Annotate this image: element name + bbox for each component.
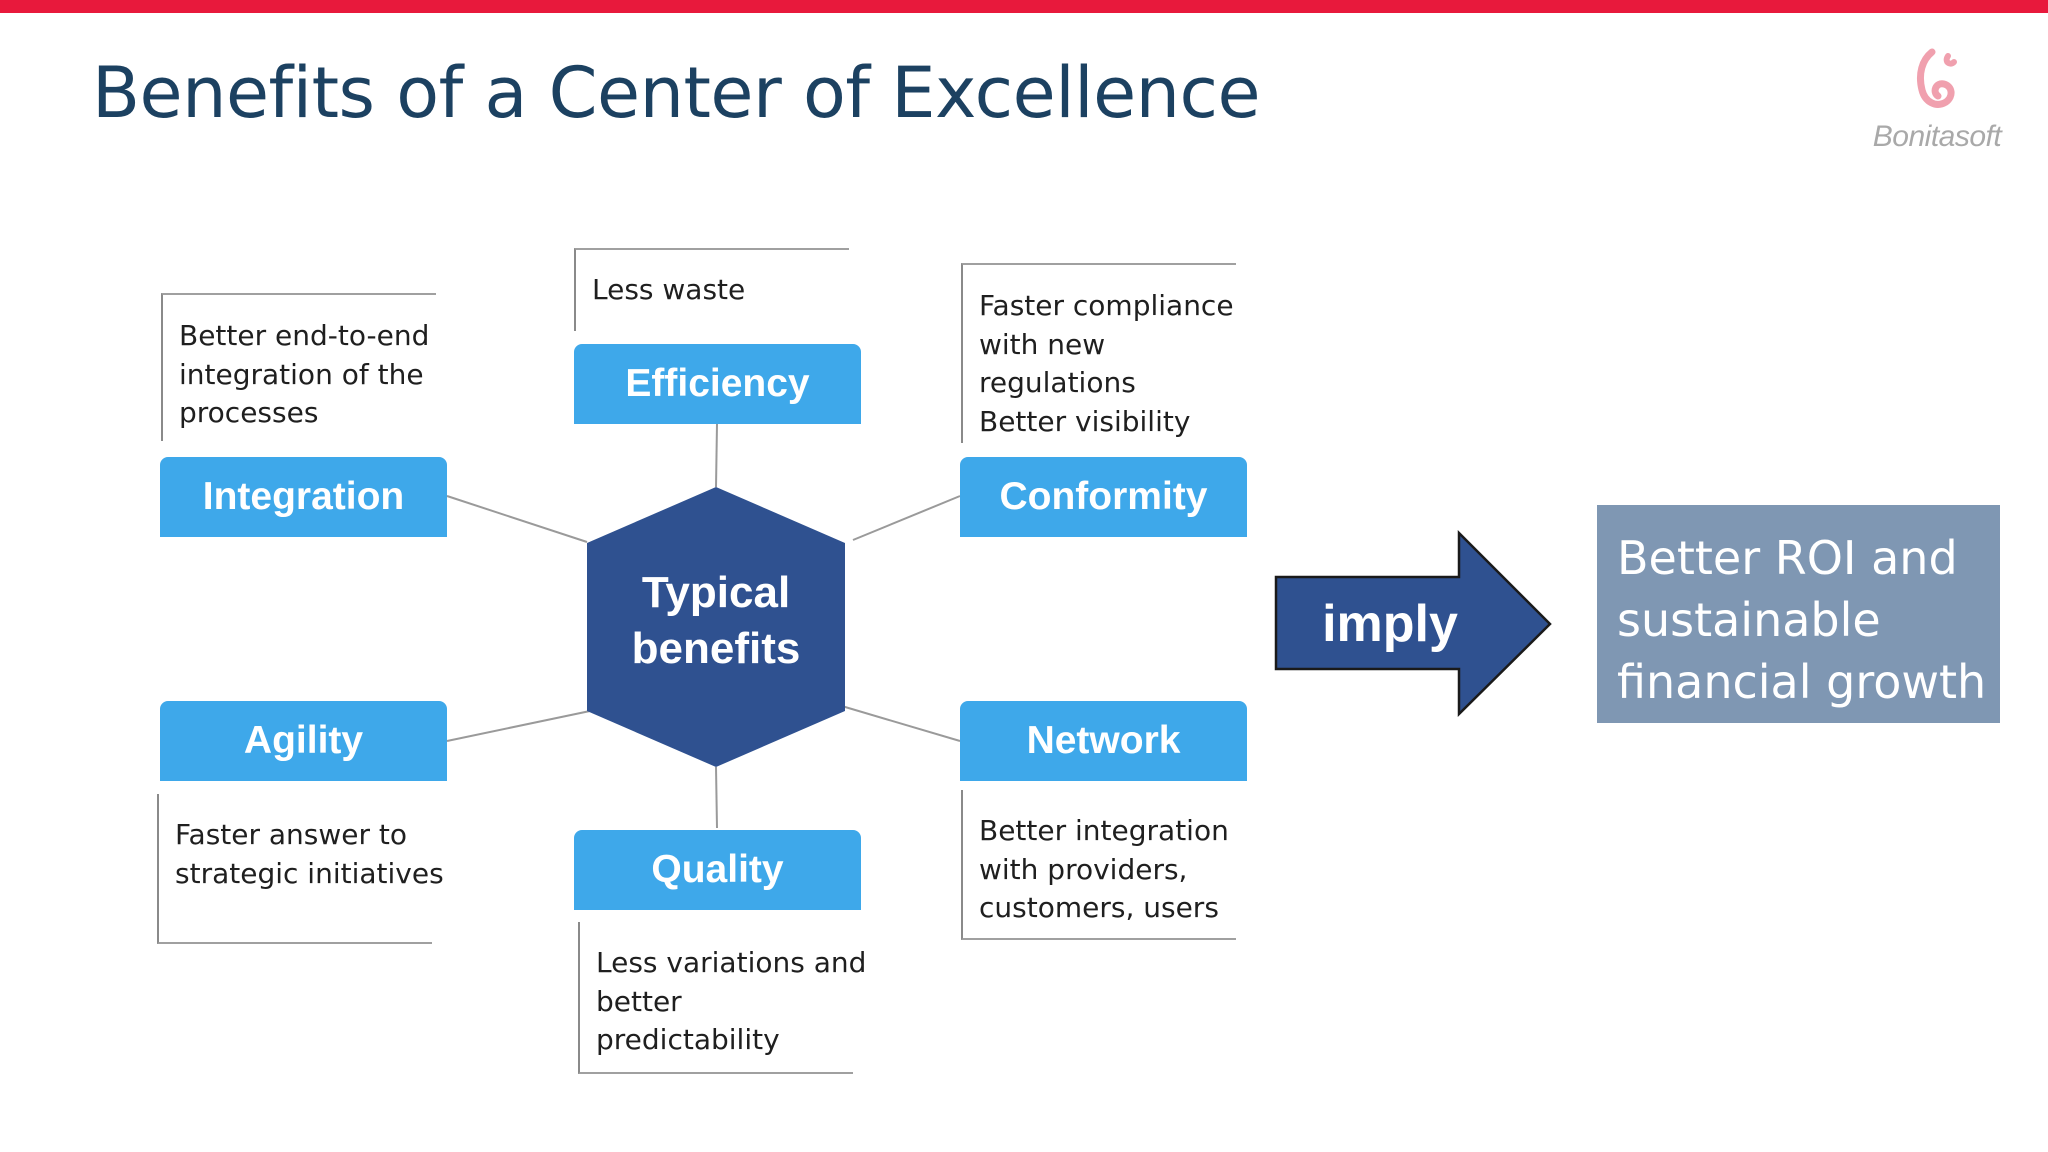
connector-network (834, 703, 961, 742)
bonitasoft-swirl-icon (1916, 48, 1957, 108)
conformity-note-line: Faster compliance (979, 289, 1234, 322)
network-note-line: with providers, (979, 852, 1188, 886)
network-note-line: Better integration (979, 814, 1229, 847)
conformity-note-line: regulations (979, 366, 1136, 399)
central-label-line2: benefits (631, 624, 801, 673)
connector-quality (715, 766, 718, 829)
integration-note: Better end-to-end integration of the pro… (161, 293, 436, 441)
quality-note-line: better (596, 984, 682, 1018)
network-box: Network (960, 701, 1247, 781)
outcome-line: Better ROI and (1617, 531, 1958, 585)
connector-agility (446, 710, 591, 742)
connector-integration (446, 495, 588, 543)
quality-note-line: predictability (596, 1023, 780, 1056)
integration-note-line: Better end-to-end (179, 319, 430, 352)
network-note: Better integration with providers, custo… (961, 790, 1236, 940)
imply-arrow-label: imply (1322, 595, 1458, 653)
central-hexagon-label: Typical benefits (585, 565, 847, 677)
conformity-note: Faster compliance with new regulations B… (961, 263, 1236, 443)
integration-note-line: processes (179, 396, 319, 429)
outcome-line: financial growth (1617, 655, 1987, 709)
outcome-box: Better ROI and sustainable financial gro… (1597, 505, 2000, 723)
outcome-line: sustainable (1617, 593, 1881, 647)
quality-note: Less variations and better predictabilit… (578, 922, 867, 1074)
slide-title: Benefits of a Center of Excellence (92, 52, 1261, 134)
agility-note-line: strategic initiatives (175, 856, 444, 890)
central-label-line1: Typical (641, 568, 791, 617)
connector-efficiency (715, 423, 718, 488)
network-note-line: customers, users (979, 891, 1219, 924)
conformity-note-line: Better visibility (979, 404, 1191, 438)
logo-wordmark: Bonitasoft (1872, 120, 2002, 153)
integration-note-line: integration of the (179, 357, 424, 391)
bonitasoft-logo: Bonitasoft (1862, 48, 2012, 158)
conformity-box: Conformity (960, 457, 1247, 537)
quality-note-line: Less variations and (596, 946, 867, 979)
efficiency-box: Efficiency (574, 344, 861, 424)
efficiency-note-line: Less waste (592, 273, 746, 306)
integration-box: Integration (160, 457, 447, 537)
agility-box: Agility (160, 701, 447, 781)
conformity-note-line: with new (979, 327, 1106, 361)
agility-note: Faster answer to strategic initiatives (157, 794, 444, 944)
connector-conformity (852, 495, 961, 541)
efficiency-note: Less waste (574, 248, 849, 331)
quality-box: Quality (574, 830, 861, 910)
top-accent-bar (0, 0, 2048, 13)
agility-note-line: Faster answer to (175, 818, 408, 851)
